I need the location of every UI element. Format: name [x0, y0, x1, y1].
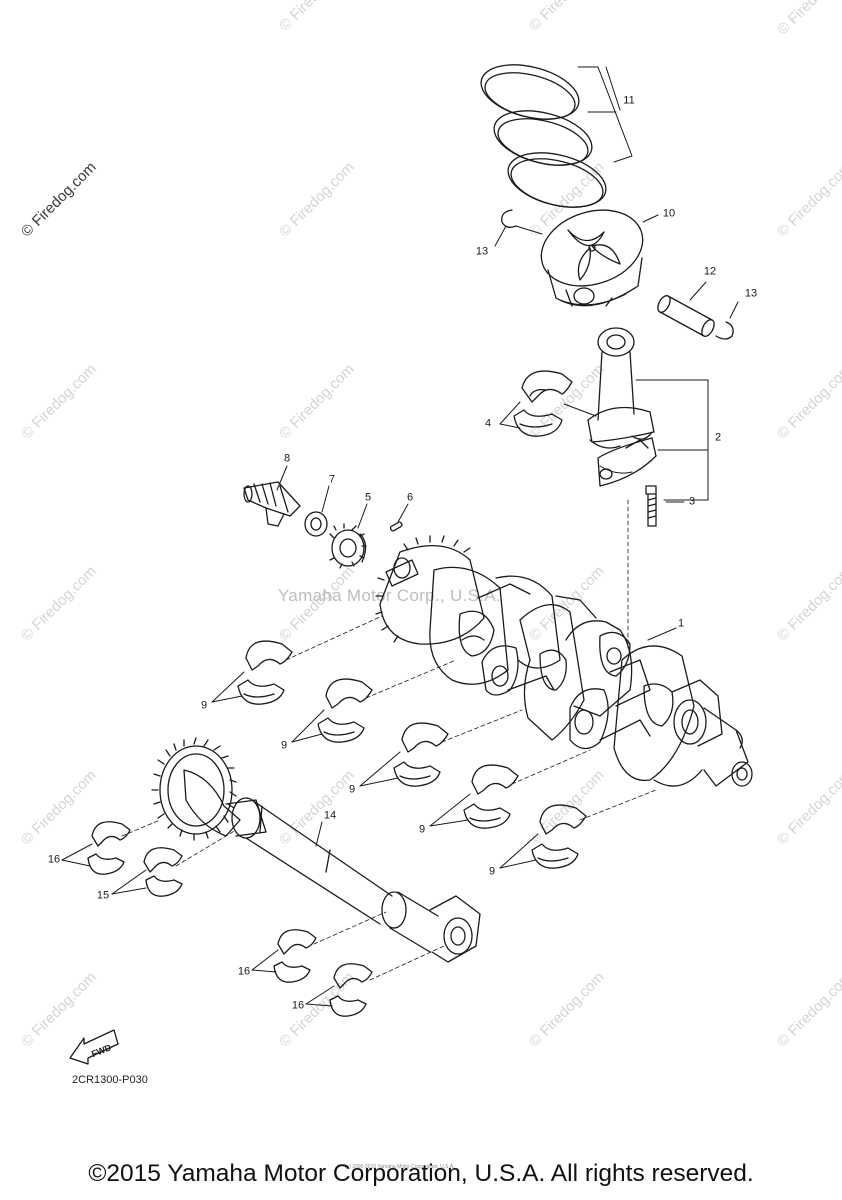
center-watermark: Yamaha Motor Corp., U.S.A.	[278, 586, 501, 605]
piston-pin	[657, 281, 715, 337]
callout-12: 12	[703, 265, 717, 278]
callout-13-right: 13	[744, 287, 758, 300]
callout-11: 11	[623, 94, 635, 107]
conrod-bearing-upper	[521, 370, 573, 403]
tiny-copyright-notice: (c) 2000-2015 Yamaha Motor Corporation, …	[345, 1164, 455, 1170]
callout-14: 14	[323, 809, 337, 822]
balancer-bearing-pair-mid	[273, 929, 317, 983]
callout-9: 9	[200, 699, 208, 712]
circlip-left	[494, 209, 543, 247]
callout-9: 9	[488, 865, 496, 878]
main-bearing-pair-5	[531, 804, 587, 869]
piston	[540, 209, 644, 307]
balancer-bearing-pair-left	[87, 821, 131, 875]
callout-5: 5	[364, 491, 372, 504]
callout-1: 1	[677, 617, 685, 630]
callout-9: 9	[418, 823, 426, 836]
starter-shaft	[243, 481, 301, 527]
forward-arrow-icon	[69, 1029, 119, 1065]
balancer-bearing-pair-right	[329, 963, 373, 1017]
main-bearing-pair-2	[317, 678, 373, 743]
callout-16: 16	[237, 965, 251, 978]
callout-9: 9	[348, 783, 356, 796]
conrod-bearing-lower	[513, 409, 563, 437]
main-bearing-pair-3	[393, 722, 449, 787]
callout-16: 16	[291, 999, 305, 1012]
connecting-rod	[587, 327, 657, 487]
washer	[304, 511, 328, 537]
callout-10: 10	[662, 207, 676, 220]
callout-15: 15	[96, 889, 110, 902]
callout-13-left: 13	[475, 245, 489, 258]
balancer-bearing-single	[143, 847, 183, 897]
callout-7: 7	[328, 473, 336, 486]
callout-9: 9	[280, 739, 288, 752]
circlip-right	[715, 301, 739, 340]
drive-gear	[329, 523, 367, 569]
conrod-bolt	[645, 485, 657, 527]
key	[389, 521, 403, 532]
callout-6: 6	[406, 491, 414, 504]
balancer-shaft	[151, 737, 481, 963]
main-bearing-pair-1	[237, 640, 293, 705]
diagram-code: 2CR1300-P030	[72, 1074, 148, 1086]
callout-2: 2	[714, 431, 722, 444]
crankshaft	[375, 535, 753, 787]
piston-rings	[480, 64, 607, 208]
main-bearing-pair-4	[463, 764, 519, 829]
callout-8: 8	[283, 452, 291, 465]
callout-3: 3	[688, 495, 696, 508]
copyright-footer: ©2015 Yamaha Motor Corporation, U.S.A. A…	[88, 1160, 754, 1187]
callout-16: 16	[47, 853, 61, 866]
callout-4: 4	[484, 417, 492, 430]
